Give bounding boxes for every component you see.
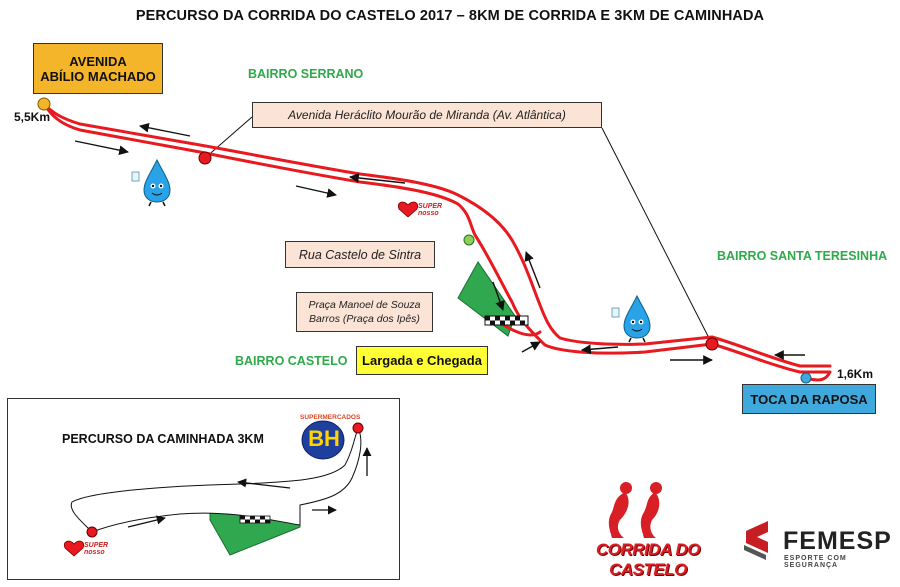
- castelo-sintra-label: Rua Castelo de Sintra: [285, 241, 435, 268]
- heraclito-label: Avenida Heráclito Mourão de Miranda (Av.…: [252, 102, 602, 128]
- corrida-do-castelo-text: CORRIDA DO CASTELO: [596, 540, 700, 579]
- avenida-abilio-machado-label: AVENIDA ABÍLIO MACHADO: [33, 43, 163, 94]
- super-nosso-label: SUPER nosso: [418, 203, 442, 217]
- start-finish-checkered: [484, 315, 529, 326]
- supermercados-label: SUPERMERCADOS: [300, 414, 361, 421]
- toca-turn-marker: [800, 372, 812, 384]
- water-station-icon: [611, 294, 651, 343]
- femesp-text: FEMESP: [783, 527, 892, 555]
- toca-text: TOCA DA RAPOSA: [750, 391, 868, 407]
- super-nosso-logo-icon: [397, 201, 419, 218]
- abilio-line1: AVENIDA: [69, 53, 127, 69]
- praca-line2: Barros (Praça dos Ipês): [309, 313, 420, 325]
- walking-direction-arrows: [127, 447, 372, 528]
- abilio-line2: ABÍLIO MACHADO: [40, 68, 156, 84]
- heraclito-text: Avenida Heráclito Mourão de Miranda (Av.…: [288, 108, 566, 122]
- distance-near-end: 1,6Km: [837, 367, 874, 381]
- super-top-inset: SUPER: [84, 542, 109, 549]
- praca-line1: Praça Manoel de Souza: [308, 299, 421, 311]
- castelo-sintra-marker: [463, 234, 475, 246]
- castelo-sintra-text: Rua Castelo de Sintra: [298, 247, 422, 262]
- femesp-subtitle: ESPORTE COM SEGURANÇA: [784, 555, 847, 569]
- page-title: PERCURSO DA CORRIDA DO CASTELO 2017 – 8K…: [135, 8, 765, 24]
- femesp-logo-mark: [744, 521, 768, 560]
- bairro-castelo: BAIRRO CASTELO: [235, 354, 348, 368]
- santa-teresinha-marker: [705, 337, 719, 351]
- heraclito-leader-line: [204, 116, 253, 159]
- largada-text: Largada e Chegada: [362, 353, 482, 368]
- corrida-do-castelo-logo: [608, 482, 662, 538]
- praca-label: Praça Manoel de Souza Barros (Praça dos …: [296, 292, 433, 332]
- heraclito-marker: [198, 151, 212, 165]
- bairro-serrano: BAIRRO SERRANO: [248, 67, 364, 81]
- walking-route: [70, 422, 364, 556]
- heraclito-leader-line-right: [601, 127, 713, 345]
- toca-da-raposa-label: TOCA DA RAPOSA: [742, 384, 876, 414]
- supermercados-bh-logo: [301, 420, 345, 460]
- bairro-santa-teresinha: BAIRRO SANTA TERESINHA: [717, 249, 888, 263]
- largada-chegada-label: Largada e Chegada: [356, 346, 488, 375]
- inset-title: PERCURSO DA CAMINHADA 3KM: [62, 432, 264, 446]
- super-top: SUPER: [418, 203, 443, 210]
- walking-route-inset: [7, 398, 400, 580]
- super-nosso-label-inset: SUPER nosso: [84, 542, 108, 556]
- distance-far-end: 5,5Km: [14, 110, 51, 124]
- super-bottom: nosso: [418, 210, 439, 217]
- bh-logo-text: BH: [308, 426, 340, 451]
- super-nosso-logo-icon: [63, 540, 85, 557]
- super-bottom-inset: nosso: [84, 549, 105, 556]
- abilio-turn-marker: [37, 97, 51, 111]
- direction-arrows: [74, 122, 805, 365]
- water-station-icon: [131, 158, 171, 207]
